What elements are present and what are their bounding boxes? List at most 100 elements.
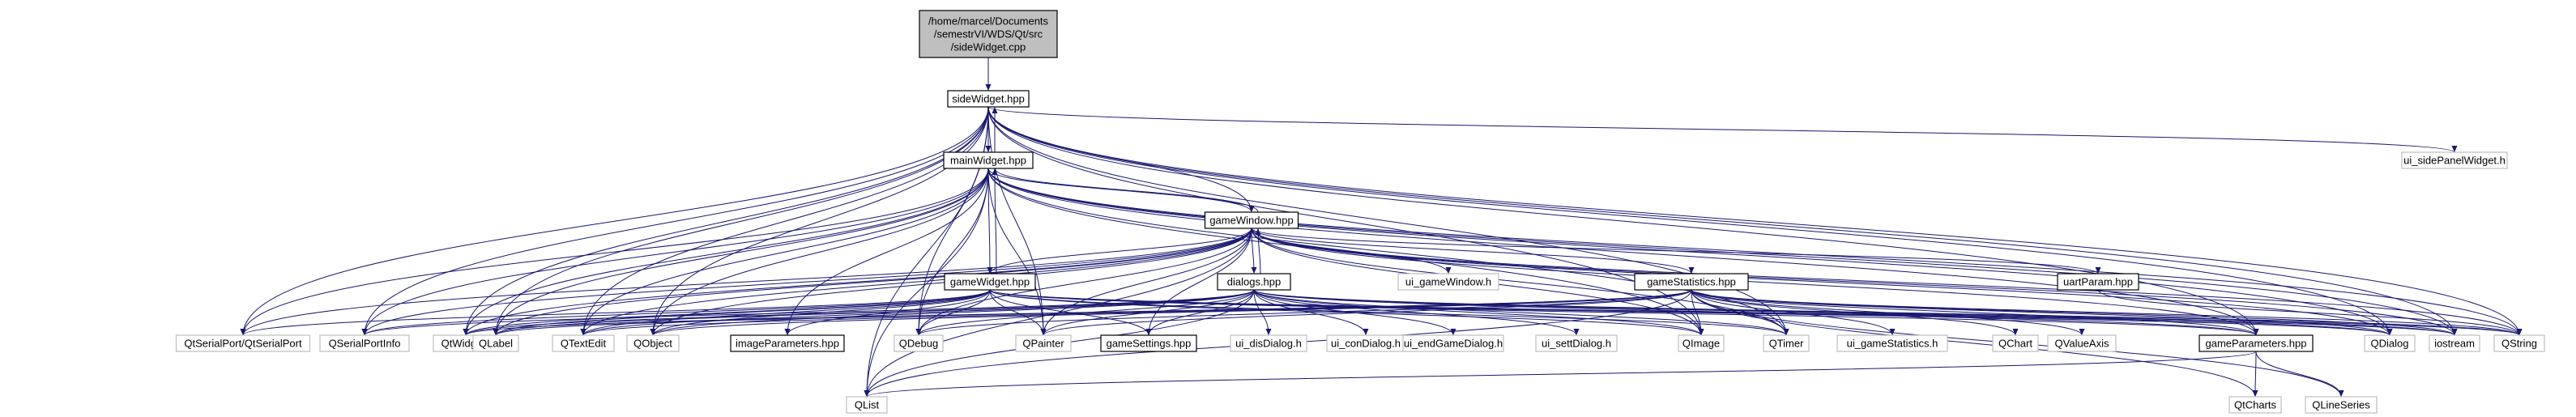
node-label-QtCharts: QtCharts	[2234, 399, 2277, 411]
node-label-QValueAxis: QValueAxis	[2055, 338, 2109, 350]
node-gameStatistics[interactable]: gameStatistics.hpp	[1634, 273, 1749, 291]
node-root[interactable]: /home/marcel/Documents/semestrVI/WDS/Qt/…	[919, 10, 1058, 58]
edge-sideWidget-to-ui_sidePanelWidget	[987, 106, 2455, 153]
arrowhead-gameWindow-to-dialogs	[1251, 267, 1257, 274]
edge-gameParameters-to-QtCharts	[2254, 351, 2257, 398]
arrowhead-gameStatistics-to-QDialog	[2386, 329, 2393, 335]
node-label-ui_sidePanelWidget: ui_sidePanelWidget.h	[2403, 155, 2506, 167]
node-label-QLineSeries: QLineSeries	[2312, 399, 2370, 411]
node-box-QSerialPort	[175, 334, 311, 352]
edge-gameParameters-to-QLineSeries	[2255, 351, 2342, 398]
edge-dialogs-to-ui_endGameDialog	[1253, 289, 1454, 336]
node-gameWindow[interactable]: gameWindow.hpp	[1204, 211, 1299, 229]
arrowhead-gameStatistics-to-gameParameters	[2253, 329, 2259, 335]
node-box-gameStatistics	[1634, 273, 1749, 291]
node-gameWidget[interactable]: gameWidget.hpp	[944, 273, 1036, 291]
edge-mainWidget-to-QList	[866, 168, 989, 398]
arrowhead-gameStatistics-to-QtWidgets	[463, 329, 469, 335]
arrowhead-mainWidget-to-sideWidget	[992, 107, 998, 113]
node-box-QPainter	[1015, 334, 1072, 352]
node-QTextEdit: QTextEdit	[552, 334, 615, 352]
node-box-ui_settDialog	[1535, 334, 1618, 352]
node-box-QTimer	[1763, 334, 1810, 352]
node-iostream: iostream	[2429, 334, 2480, 352]
node-dialogs[interactable]: dialogs.hpp	[1217, 273, 1291, 291]
arrowhead-dialogs-to-ui_endGameDialog	[1450, 329, 1456, 335]
edge-sideWidget-to-QDialog	[987, 106, 2390, 336]
node-label-ui_gameStatistics: ui_gameStatistics.h	[1847, 338, 1938, 350]
edge-gameWindow-to-QTextEdit	[582, 228, 1252, 336]
node-QLineSeries: QLineSeries	[2305, 396, 2378, 414]
arrowhead-dialogs-to-gameWindow	[1255, 228, 1261, 235]
node-box-ui_gameWindow	[1397, 273, 1499, 291]
node-label-QObject: QObject	[633, 338, 672, 350]
node-ui_conDialog: ui_conDialog.h	[1326, 334, 1405, 352]
arrowhead-gameStatistics-to-QTextEdit	[580, 329, 586, 335]
node-label-QLabel: QLabel	[479, 338, 513, 350]
edge-sideWidget-to-QImage	[987, 106, 1702, 336]
node-box-QList	[846, 396, 888, 414]
node-ui_sidePanelWidget: ui_sidePanelWidget.h	[2401, 151, 2508, 169]
node-label-uartParam: uartParam.hpp	[2063, 276, 2133, 288]
node-label-gameStatistics: gameStatistics.hpp	[1647, 276, 1736, 288]
edge-sideWidget-to-iostream	[987, 106, 2455, 336]
arrowhead-sideWidget-to-ui_sidePanelWidget	[2451, 146, 2458, 152]
node-label-QPainter: QPainter	[1022, 338, 1064, 350]
edge-sideWidget-to-QTextEdit	[582, 106, 989, 336]
edge-dialogs-to-QTextEdit	[582, 289, 1255, 336]
edge-dialogs-to-QObject	[652, 289, 1255, 336]
edge-gameWidget-to-QImage	[989, 289, 1702, 336]
arrowhead-gameStatistics-to-QPainter	[1040, 329, 1047, 335]
arrowhead-gameWindow-to-ui_gameWindow	[1445, 267, 1452, 274]
nodes-layer: /home/marcel/Documents/semestrVI/WDS/Qt/…	[175, 10, 2545, 414]
node-label-gameWidget: gameWidget.hpp	[950, 276, 1030, 288]
arrowhead-gameWidget-to-mainWidget	[992, 168, 998, 175]
node-ui_gameWindow: ui_gameWindow.h	[1397, 273, 1499, 291]
node-imageParameters[interactable]: imageParameters.hpp	[730, 334, 845, 352]
node-label-ui_settDialog: ui_settDialog.h	[1542, 338, 1611, 350]
edge-gameStatistics-to-QDebug	[918, 289, 1692, 336]
node-label-ui_disDialog: ui_disDialog.h	[1235, 338, 1302, 350]
node-label-ui_conDialog: ui_conDialog.h	[1331, 338, 1401, 350]
edge-dialogs-to-QImage	[1253, 289, 1702, 336]
node-sideWidget[interactable]: sideWidget.hpp	[947, 90, 1030, 108]
node-gameSettings[interactable]: gameSettings.hpp	[1100, 334, 1197, 352]
edge-mainWidget-to-gameWidget	[987, 168, 991, 274]
node-QPainter: QPainter	[1015, 334, 1072, 352]
edge-gameWindow-to-QDialog	[1251, 228, 2390, 336]
arrowhead-dialogs-to-QSerialPortInfo	[361, 329, 368, 335]
edge-gameStatistics-to-ui_gameStatistics	[1691, 289, 1893, 336]
node-QDialog: QDialog	[2364, 334, 2416, 352]
node-label-gameSettings: gameSettings.hpp	[1107, 338, 1192, 350]
node-QSerialPort: QtSerialPort/QtSerialPort	[175, 334, 311, 352]
arrowhead-gameWidget-to-imageParameters	[784, 329, 791, 335]
arrowhead-gameStatistics-to-QTimer	[1783, 329, 1789, 335]
node-uartParam[interactable]: uartParam.hpp	[2057, 273, 2139, 291]
node-mainWidget[interactable]: mainWidget.hpp	[943, 151, 1034, 169]
arrowhead-gameWidget-to-QSerialPort	[240, 329, 246, 335]
node-box-QString	[2493, 334, 2545, 352]
edge-gameStatistics-to-QDialog	[1691, 289, 2390, 336]
edge-mainWidget-to-iostream	[987, 168, 2455, 336]
arrowhead-gameStatistics-to-QDebug	[915, 329, 922, 335]
node-label-sideWidget: sideWidget.hpp	[952, 93, 1025, 105]
arrowhead-dialogs-to-ui_disDialog	[1265, 329, 1272, 335]
edge-dialogs-to-QTimer	[1253, 289, 1787, 336]
edge-gameWindow-to-mainWidget	[994, 168, 1259, 213]
edge-gameWindow-to-dialogs	[1251, 228, 1255, 274]
node-QTimer: QTimer	[1763, 334, 1810, 352]
node-QDebug: QDebug	[893, 334, 944, 352]
arrowhead-dialogs-to-ui_conDialog	[1363, 329, 1369, 335]
edge-mainWidget-to-QObject	[652, 168, 989, 336]
arrowhead-gameStatistics-to-QLabel	[493, 329, 499, 335]
node-box-sideWidget	[947, 90, 1030, 108]
node-gameParameters[interactable]: gameParameters.hpp	[2199, 334, 2314, 352]
node-ui_disDialog: ui_disDialog.h	[1230, 334, 1307, 352]
node-box-ui_disDialog	[1230, 334, 1307, 352]
node-QImage: QImage	[1678, 334, 1725, 352]
node-box-QDialog	[2364, 334, 2416, 352]
edge-mainWidget-to-QSerialPort	[242, 168, 989, 336]
node-label-gameParameters: gameParameters.hpp	[2205, 338, 2306, 350]
edge-gameWidget-to-QSerialPortInfo	[364, 289, 991, 336]
edge-gameWidget-to-imageParameters	[787, 289, 991, 336]
